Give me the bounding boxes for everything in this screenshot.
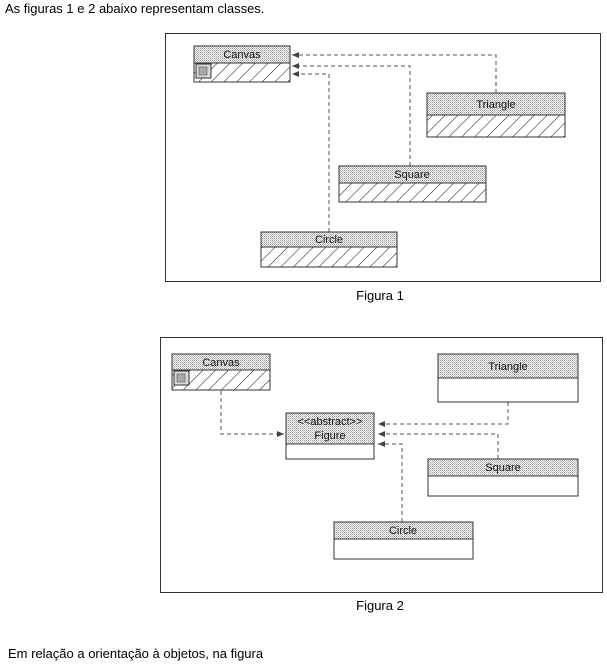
class-name: Triangle	[476, 99, 515, 111]
class-stereotype: <<abstract>>	[298, 416, 363, 428]
circle-to-canvas-arrow	[292, 71, 330, 232]
figure-2-triangle-class: Triangle	[437, 353, 579, 403]
figure-2-circle-class: Circle	[333, 521, 474, 560]
class-name: Triangle	[488, 361, 527, 373]
class-name: Circle	[389, 525, 417, 537]
figure-1-canvas-class: Canvas	[193, 45, 291, 83]
figure-1-square-class: Square	[338, 165, 487, 203]
intro-text: As figuras 1 e 2 abaixo representam clas…	[5, 1, 265, 16]
figure-1-circle-class: Circle	[260, 231, 398, 268]
figure-2-connectors	[220, 391, 509, 522]
square-to-canvas-arrow	[292, 63, 411, 166]
square-to-figure-arrow	[378, 431, 499, 459]
class-name: Circle	[315, 234, 343, 246]
triangle-to-canvas-arrow	[292, 52, 497, 93]
question-text: Em relação a orientação à objetos, na fi…	[8, 646, 264, 661]
class-name: Square	[485, 462, 520, 474]
class-name: Canvas	[223, 49, 261, 61]
class-name: Canvas	[202, 357, 240, 369]
class-name: Square	[394, 169, 429, 181]
figure-2-canvas-class: Canvas	[171, 353, 271, 391]
figure-2-caption: Figura 2	[356, 598, 404, 613]
triangle-to-figure-arrow	[378, 402, 509, 427]
figure-1-connectors	[292, 52, 497, 232]
figure-1-caption: Figura 1	[356, 288, 404, 303]
figure-1-triangle-class: Triangle	[426, 92, 566, 138]
figure-2-square-class: Square	[427, 458, 579, 497]
class-name: Figure	[314, 430, 345, 442]
circle-to-figure-arrow	[378, 441, 403, 522]
figure-2-abstract-figure-class: <<abstract>> Figure	[285, 412, 375, 460]
canvas-to-figure-arrow	[220, 391, 284, 437]
